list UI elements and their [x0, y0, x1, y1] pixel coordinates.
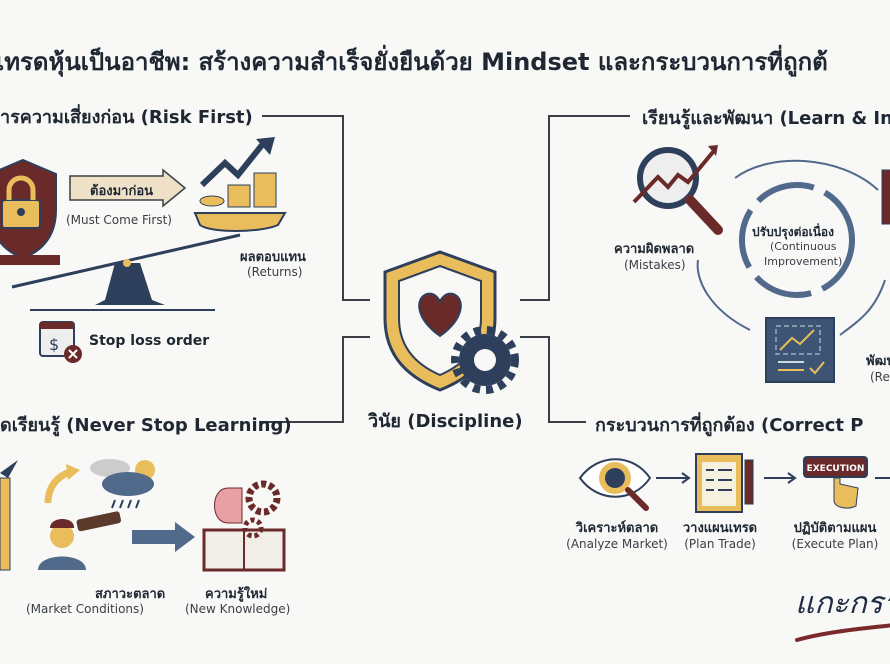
signature: แกะกรา	[795, 586, 890, 621]
connector-line	[548, 421, 586, 423]
process-steps-icons	[578, 453, 890, 513]
connector-line	[520, 336, 550, 338]
step-sub: (Execute Plan)	[791, 537, 879, 551]
signature-swash	[795, 623, 890, 642]
connector-line	[520, 299, 550, 301]
never-stop-heading: ดเรียนรู้ (Never Stop Learning)	[0, 415, 292, 436]
arrow-icon	[69, 168, 187, 208]
stop-loss-calendar-icon: $	[39, 321, 82, 363]
mistakes-sub: (Mistakes)	[624, 258, 686, 272]
connector-line	[342, 336, 370, 338]
connector-line	[262, 115, 344, 117]
connector-line	[548, 115, 550, 301]
book-icon	[881, 169, 890, 225]
cycle-sub-2: Improvement)	[764, 255, 843, 268]
refine-label: พัฒนา	[866, 354, 890, 369]
mistakes-label: ความผิดพลาด	[614, 242, 695, 257]
refine-sub: (Refine	[870, 370, 890, 384]
new-knowledge-label: ความรู้ใหม่	[205, 587, 268, 602]
connector-line	[262, 421, 344, 423]
correct-process-heading: กระบวนการที่ถูกต้อง (Correct P	[595, 415, 864, 436]
must-come-first-sub: (Must Come First)	[66, 213, 172, 227]
cycle-label: ปรับปรุงต่อเนื่อง	[752, 225, 834, 239]
connector-line	[548, 115, 630, 117]
center-label: วินัย (Discipline)	[368, 411, 523, 432]
step-sub: (Plan Trade)	[684, 537, 756, 551]
connector-line	[342, 336, 344, 423]
step-label: วิเคราะห์ตลาด	[575, 521, 659, 536]
execution-button-icon: EXECUTION	[803, 456, 868, 478]
market-learning-illustration	[0, 459, 286, 572]
market-conditions-label: สภาวะตลาด	[95, 587, 166, 602]
step-label: ปฏิบัติตามแผน	[793, 521, 877, 536]
cycle-arrows-icon	[696, 159, 886, 336]
connector-line	[342, 299, 370, 301]
magnifier-chart-icon	[632, 145, 723, 235]
blueprint-icon	[765, 317, 835, 383]
must-come-first-label: ต้องมาก่อน	[90, 184, 154, 199]
step-sub: (Analyze Market)	[566, 537, 668, 551]
page-title: เทรดหุ้นเป็นอาชีพ: สร้างความสำเร็จยั่งยื…	[0, 48, 828, 76]
connector-line	[342, 115, 344, 301]
shield-heart-gear-icon	[383, 250, 519, 394]
cycle-sub-1: (Continuous	[770, 240, 837, 253]
svg-text:$: $	[49, 335, 59, 354]
balance-scale-icon	[0, 137, 287, 311]
connector-line	[548, 336, 550, 423]
market-conditions-sub: (Market Conditions)	[26, 602, 144, 616]
returns-label: ผลตอบแทน	[240, 250, 306, 265]
returns-sub: (Returns)	[247, 265, 303, 279]
stop-loss-label: Stop loss order	[89, 333, 210, 349]
step-label: วางแผนเทรด	[682, 521, 758, 536]
risk-first-heading: ารความเสี่ยงก่อน (Risk First)	[0, 107, 253, 128]
new-knowledge-sub: (New Knowledge)	[185, 602, 291, 616]
learn-improve-heading: เรียนรู้และพัฒนา (Learn & In	[642, 108, 890, 129]
